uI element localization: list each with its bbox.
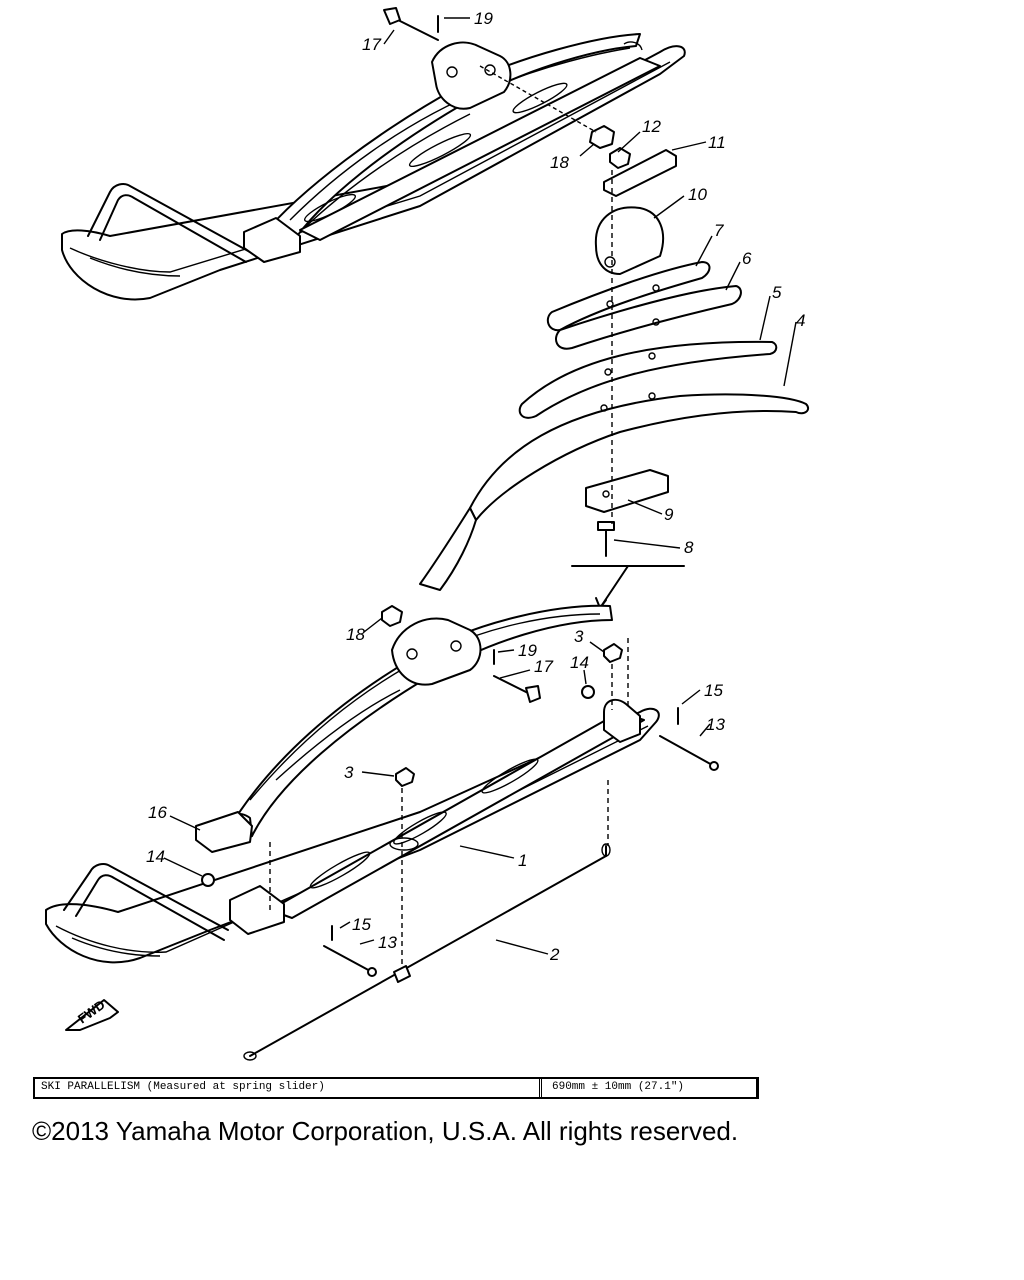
callout-13-front: 13 — [378, 933, 397, 952]
callout-7: 7 — [714, 221, 724, 240]
callout-10: 10 — [688, 185, 707, 204]
washer-14-rear — [581, 685, 595, 699]
callout-17-lower: 17 — [534, 657, 553, 676]
callout-3-rear: 3 — [574, 627, 584, 646]
bolt-13-rear — [659, 735, 715, 767]
nut-12 — [609, 147, 631, 169]
lower-leaf-spring — [227, 604, 613, 837]
exploded-spring-parts — [419, 147, 810, 609]
lower-bolt-17 — [493, 675, 531, 695]
callout-18-lower: 18 — [346, 625, 365, 644]
callout-19-lower: 19 — [518, 641, 537, 660]
nut-3-centre — [395, 767, 415, 787]
lower-rear-bracket — [603, 698, 641, 743]
upper-leaf-spring — [261, 33, 641, 247]
callout-2: 2 — [549, 945, 560, 964]
copyright-notice: ©2013 Yamaha Motor Corporation, U.S.A. A… — [32, 1116, 739, 1146]
bolt-13-front — [323, 945, 373, 973]
fwd-arrow: FWD — [65, 997, 119, 1031]
tie-rod-2 — [249, 855, 607, 1057]
callout-15-front: 15 — [352, 915, 371, 934]
callout-16: 16 — [148, 803, 167, 822]
lower-ski-handle — [63, 863, 229, 931]
nut-3-rear — [603, 643, 623, 663]
callout-13-rear: 13 — [706, 715, 725, 734]
washer-14-front — [201, 873, 215, 887]
upper-ski-runner — [61, 45, 686, 301]
leaf-6 — [555, 285, 742, 350]
callout-8: 8 — [684, 538, 694, 557]
callout-17-upper: 17 — [362, 35, 381, 54]
callout-numbers: 19 17 12 11 18 10 7 6 5 4 9 8 18 3 19 14… — [146, 9, 805, 964]
leaf-5 — [518, 340, 778, 419]
callout-4: 4 — [796, 311, 805, 330]
lower-ski-runner — [45, 707, 660, 964]
ski-parallelism-spec-table: SKI PARALLELISM (Measured at spring slid… — [33, 1077, 759, 1099]
callout-9: 9 — [664, 505, 674, 524]
upper-spring-clamp — [431, 41, 512, 110]
upper-bolt-17 — [393, 17, 439, 41]
callout-12: 12 — [642, 117, 661, 136]
spec-value: 690mm ± 10mm (27.1") — [552, 1081, 685, 1093]
callout-5: 5 — [772, 283, 782, 302]
lower-nut-18 — [381, 605, 403, 627]
bracket-11 — [603, 149, 677, 197]
callout-15-rear: 15 — [704, 681, 723, 700]
spec-label: SKI PARALLELISM (Measured at spring slid… — [35, 1079, 542, 1097]
upper-ski-assembly — [61, 7, 686, 301]
leaf-4-main — [469, 393, 810, 521]
callout-14-front: 14 — [146, 847, 165, 866]
leaf-4-tail — [419, 507, 477, 591]
lower-ski-assembly — [45, 604, 719, 1061]
slider-pad-9 — [585, 469, 669, 513]
upper-front-bracket — [243, 217, 301, 263]
ski-assembly-exploded-diagram: FWD 19 17 12 11 18 10 — [45, 7, 810, 1061]
callout-19-upper: 19 — [474, 9, 493, 28]
callout-11: 11 — [708, 133, 726, 152]
callout-6: 6 — [742, 249, 752, 268]
upper-ski-plate — [299, 57, 661, 241]
callout-14-rear: 14 — [570, 653, 589, 672]
callout-3-centre: 3 — [344, 763, 354, 782]
leaf-7 — [546, 261, 711, 332]
callout-18-upper: 18 — [550, 153, 569, 172]
spring-end-16 — [195, 811, 253, 853]
callout-1: 1 — [518, 851, 527, 870]
lower-spring-clamp — [391, 617, 482, 686]
upper-ski-handle — [87, 183, 251, 253]
leader-lines — [163, 17, 797, 955]
